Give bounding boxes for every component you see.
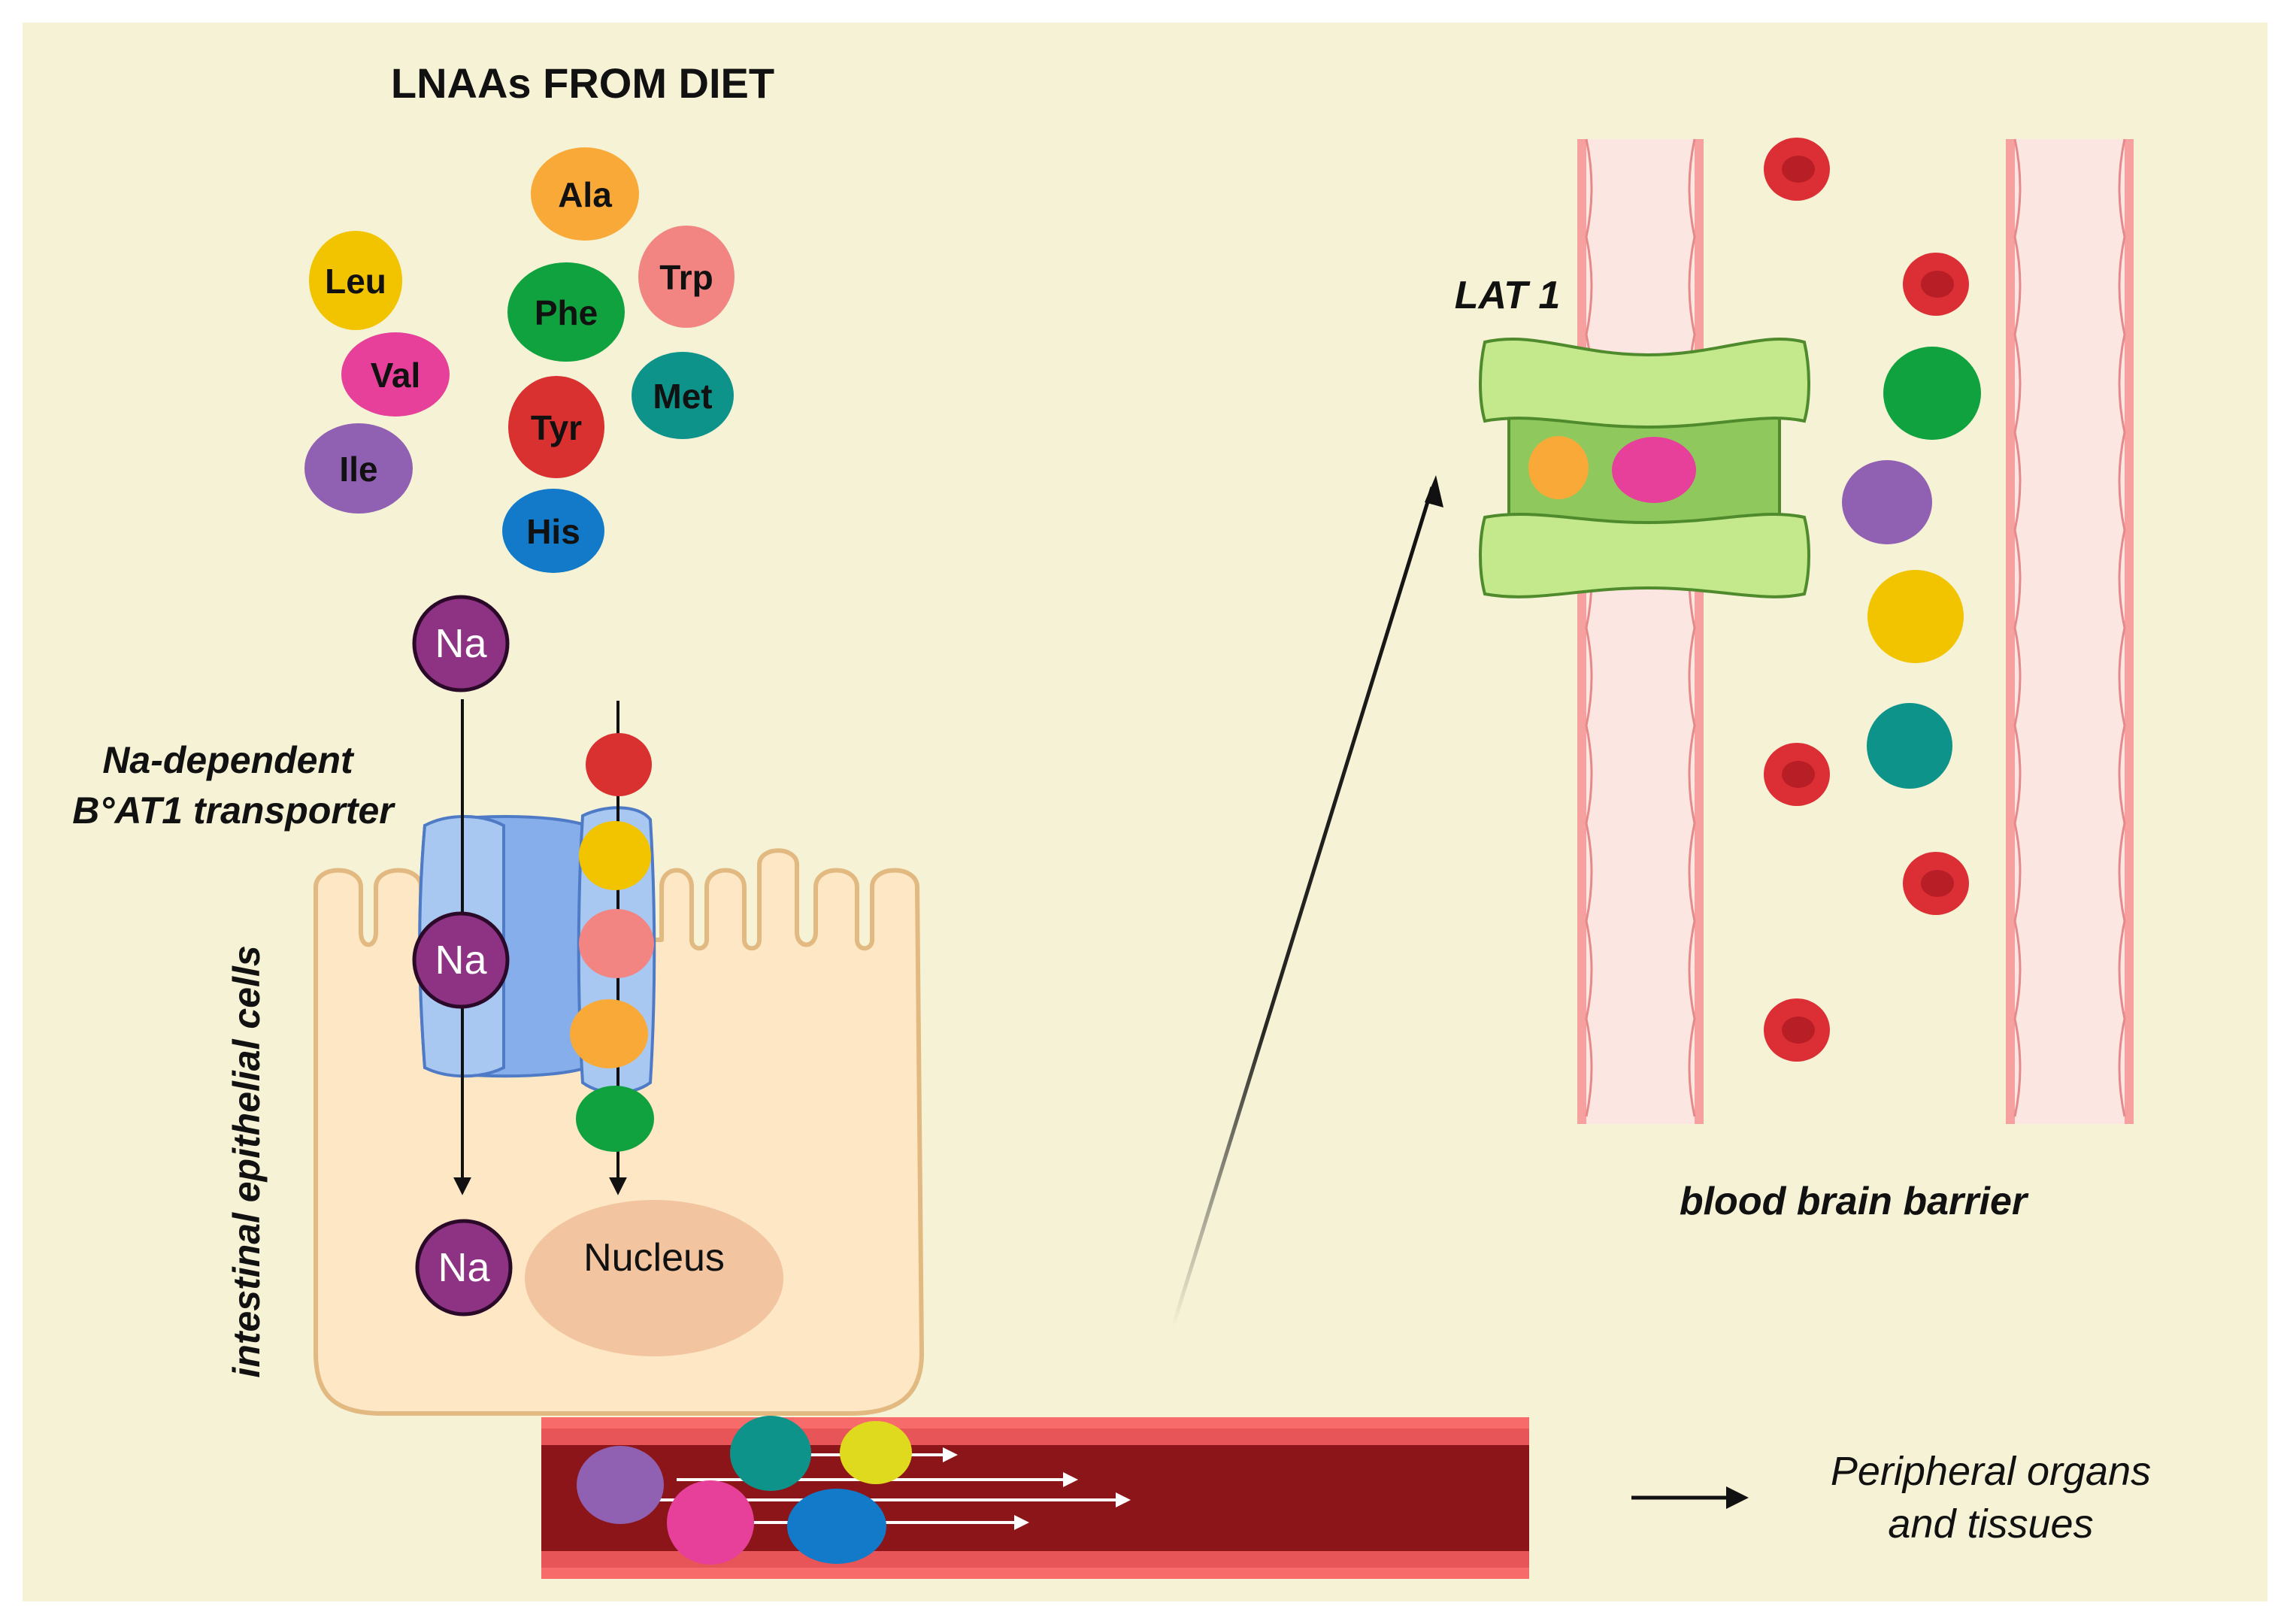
bbb-wall-right — [2006, 138, 2134, 1124]
svg-text:Na: Na — [435, 621, 487, 666]
svg-text:Tyr: Tyr — [531, 408, 582, 447]
aa-leu-transported — [579, 821, 651, 890]
lat1-transporter — [1479, 337, 1810, 598]
aa-trp-transported — [579, 909, 654, 978]
lat1-label: LAT 1 — [1455, 274, 1561, 317]
aa-leu-in-capillary — [1867, 570, 1964, 663]
svg-text:Na: Na — [435, 938, 487, 983]
nucleus — [525, 1200, 783, 1356]
svg-text:Trp: Trp — [659, 258, 713, 297]
aa-trp: Trp — [638, 226, 735, 328]
svg-text:Ala: Ala — [558, 175, 612, 214]
svg-text:Ile: Ile — [339, 450, 377, 489]
rbc — [1764, 998, 1830, 1062]
aa-phe-in-capillary — [1883, 347, 1981, 440]
bbb-wall-left — [1577, 138, 1704, 1124]
aa-ile: Ile — [304, 423, 413, 514]
aa-his-in-blood — [787, 1489, 886, 1564]
bbb-label: blood brain barrier — [1680, 1180, 2029, 1223]
aa-leu: Leu — [309, 231, 402, 330]
rbc — [1903, 852, 1969, 915]
aa-ala: Ala — [531, 147, 639, 241]
svg-text:Phe: Phe — [535, 293, 598, 332]
sodium-ion-outside: Na — [412, 595, 510, 692]
aa-met-in-blood — [730, 1416, 811, 1491]
rbc — [1764, 743, 1830, 806]
aa-ile-in-capillary — [1842, 460, 1932, 544]
transport-to-brain-arrowhead — [1425, 475, 1443, 508]
diagram-title: LNAAs FROM DIET — [391, 59, 774, 107]
aa-phe-transported — [576, 1086, 654, 1152]
aa-met: Met — [632, 352, 734, 439]
aa-ala-in-lat1 — [1528, 436, 1589, 499]
aa-leu-in-blood — [840, 1421, 912, 1484]
red-blood-cells — [1764, 138, 1969, 1062]
cell-label: intestinal epithelial cells — [226, 945, 268, 1377]
svg-text:Na: Na — [438, 1245, 490, 1290]
aa-val: Val — [341, 332, 450, 417]
sodium-ion-intracellular: Na — [415, 1219, 513, 1316]
rbc — [1764, 138, 1830, 201]
svg-text:His: His — [526, 512, 580, 551]
peripheral-label-line1: Peripheral organs — [1831, 1449, 2151, 1494]
aa-his: His — [502, 489, 604, 573]
svg-text:Met: Met — [653, 377, 712, 416]
aa-tyr-transported — [586, 733, 652, 796]
transport-to-brain-arrow — [1171, 486, 1434, 1328]
aa-ala-transported — [570, 999, 648, 1068]
transporter-label-line1: Na-dependent — [102, 739, 355, 781]
aa-phe: Phe — [507, 262, 625, 362]
aa-tyr: Tyr — [508, 376, 604, 478]
aa-met-in-capillary — [1867, 703, 1952, 789]
svg-text:Val: Val — [371, 356, 421, 395]
diet-amino-acid-cluster: Ala Leu Trp Phe Val Met Tyr Ile — [304, 147, 735, 573]
peripheral-label-line2: and tissues — [1888, 1501, 2093, 1547]
aa-val-in-blood — [667, 1480, 754, 1565]
transporter-label-line2: B°AT1 transporter — [72, 789, 395, 832]
aa-val-in-lat1 — [1612, 437, 1696, 503]
aa-ile-in-blood — [577, 1446, 664, 1524]
sodium-ion-in-transporter: Na — [412, 911, 510, 1009]
rbc — [1903, 253, 1969, 316]
nucleus-label: Nucleus — [583, 1236, 725, 1280]
svg-text:Leu: Leu — [325, 262, 386, 301]
